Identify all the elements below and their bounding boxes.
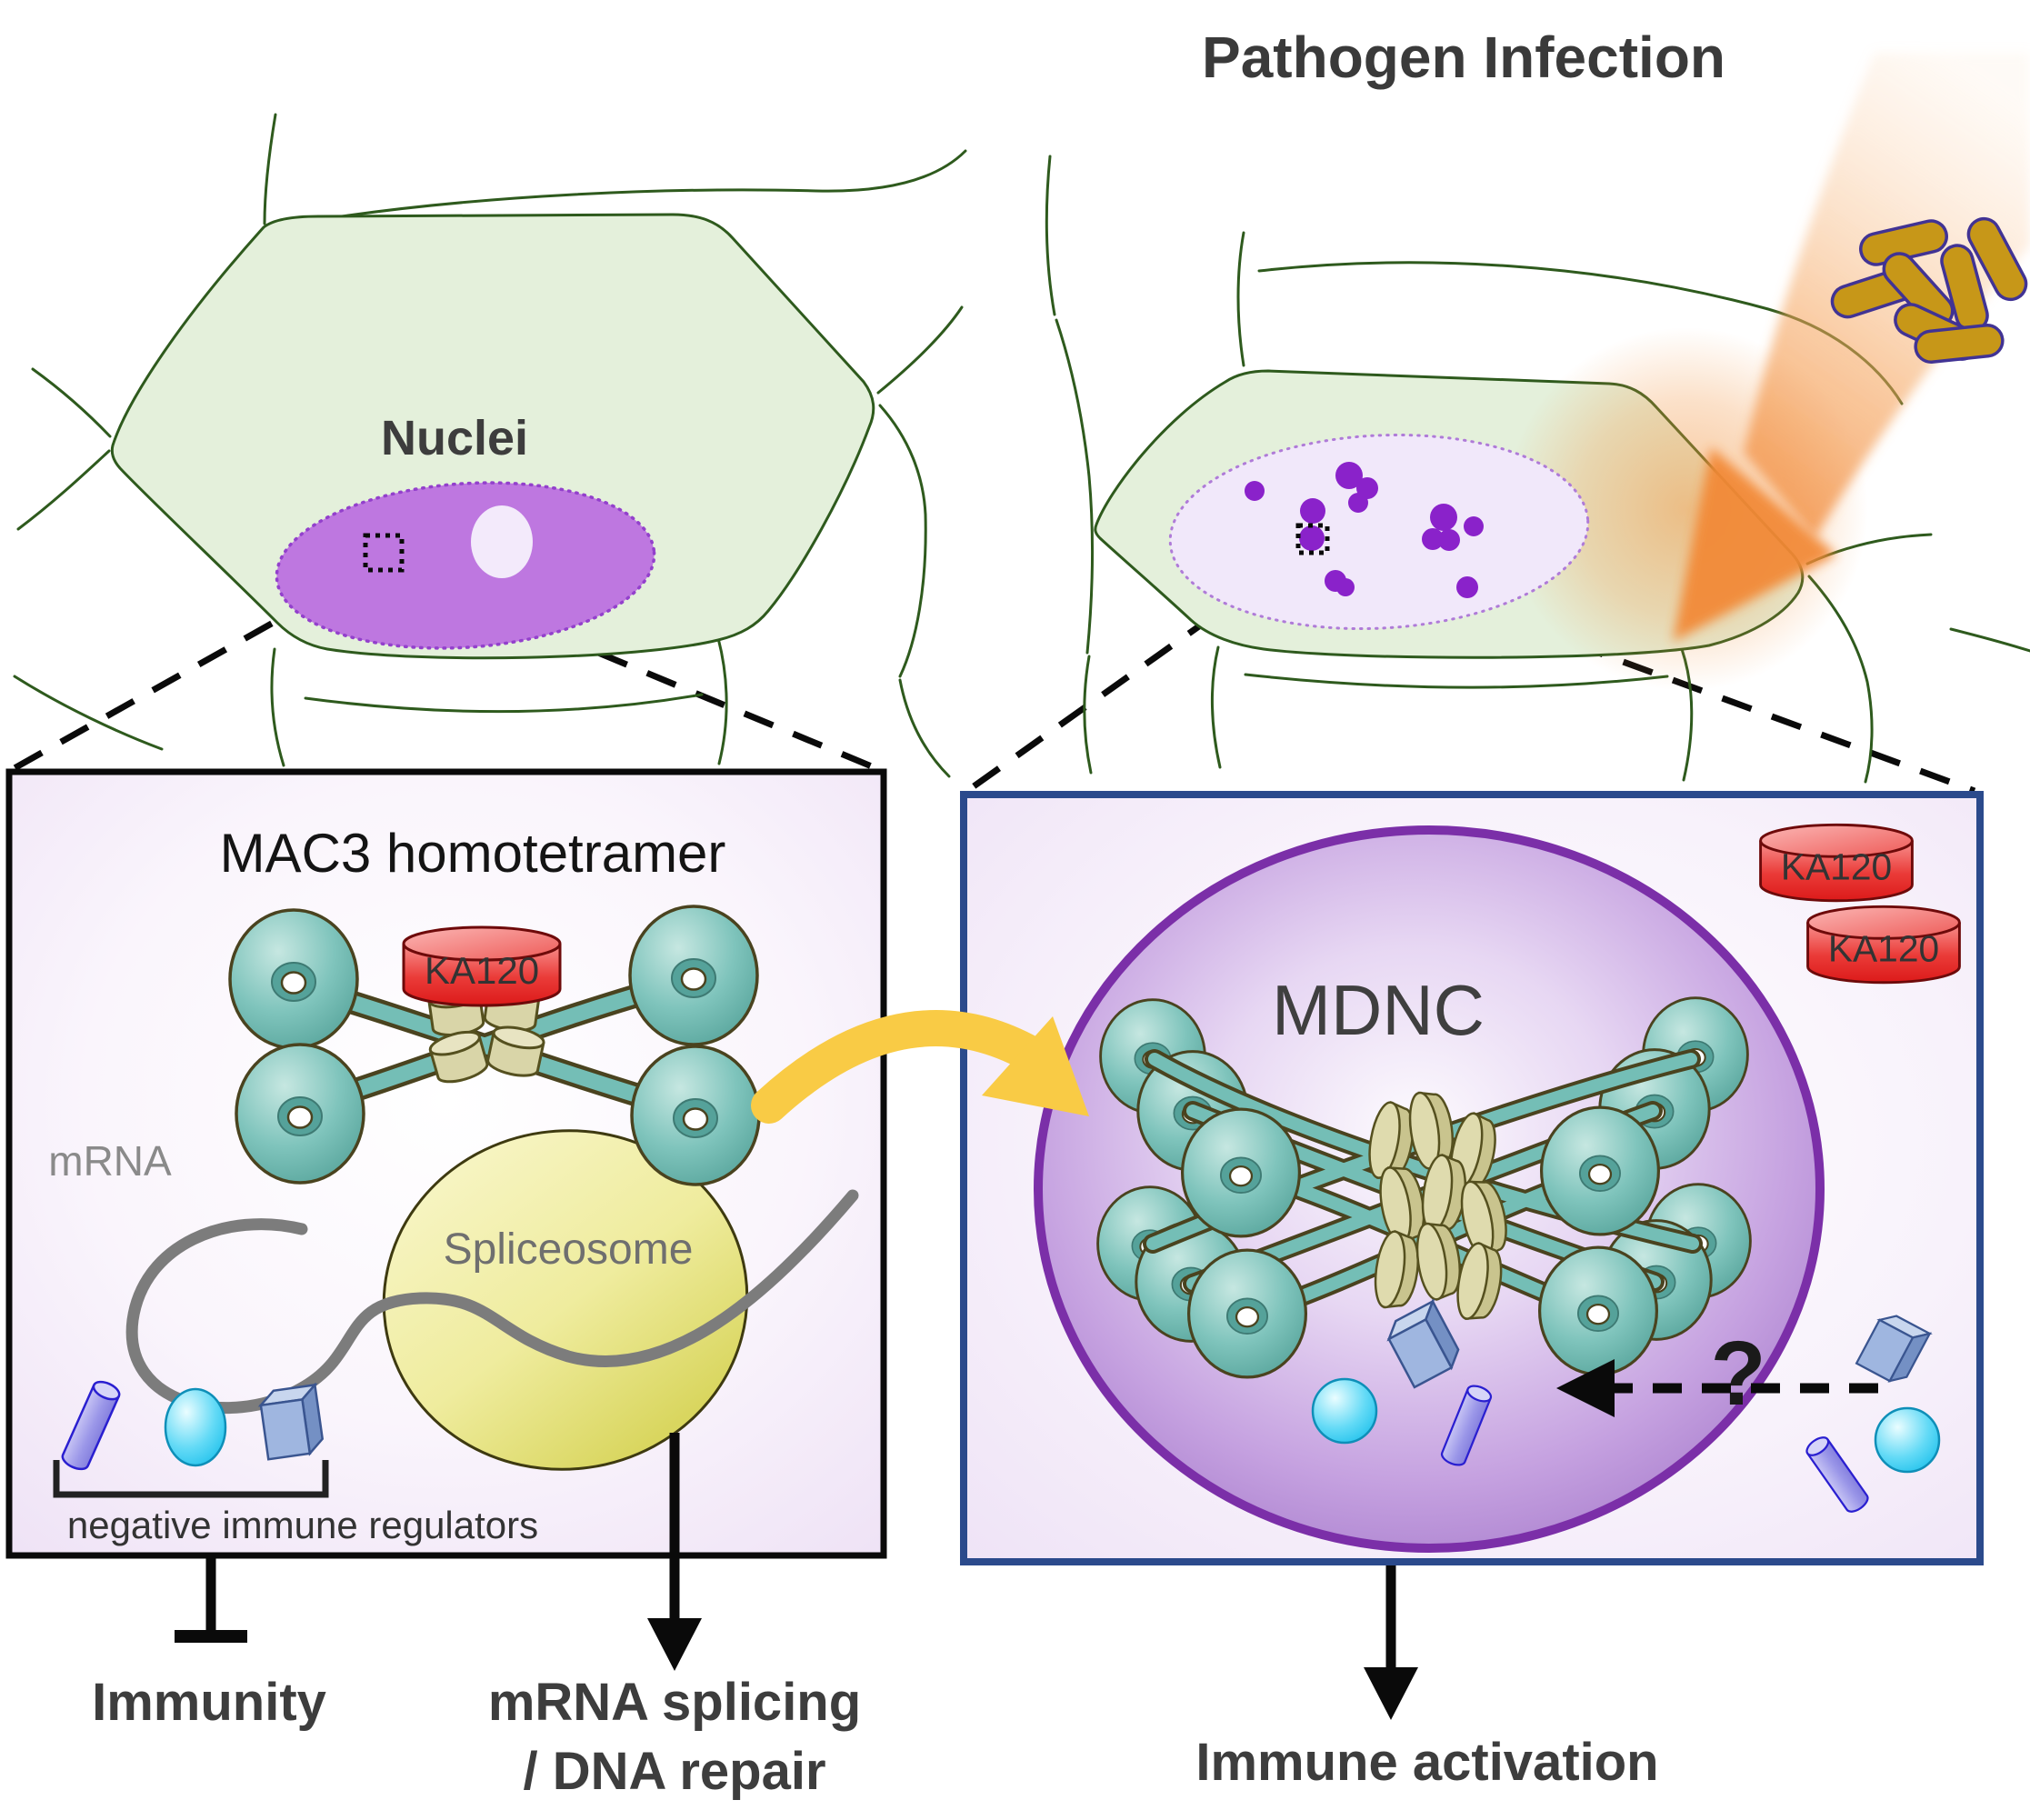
regulators-bracket xyxy=(53,1460,329,1498)
immunity-inhibition: Immunity xyxy=(92,1556,326,1732)
ka120-cylinder-free-2: KA120 xyxy=(1806,905,1961,985)
mdnc-title: MDNC xyxy=(1272,970,1485,1050)
condensate-dots xyxy=(1245,462,1484,598)
arrowhead-icon xyxy=(1364,1667,1418,1720)
nuclei-label: Nuclei xyxy=(381,411,528,465)
regulator-box-icon xyxy=(257,1384,325,1461)
cell-wall-lines xyxy=(13,113,1095,778)
mdnc-coins xyxy=(1363,1087,1514,1325)
yellow-transition-arrow xyxy=(751,1010,1089,1124)
immune-activation-label: Immune activation xyxy=(1195,1733,1658,1792)
nucleus xyxy=(275,481,656,650)
arrowhead-icon xyxy=(1556,1359,1615,1417)
mac3-title: MAC3 homotetramer xyxy=(220,823,726,884)
mac3-box: MAC3 homotetramer KA120 xyxy=(5,768,887,1559)
ka120-cylinder: KA120 xyxy=(402,925,562,1007)
spliceosome-label: Spliceosome xyxy=(444,1225,694,1274)
ka120-cylinder-free-1: KA120 xyxy=(1759,823,1914,903)
arrowhead-icon xyxy=(647,1618,702,1671)
regulators-inside xyxy=(1311,1300,1495,1469)
svg-text:KA120: KA120 xyxy=(1781,845,1892,887)
regulators-label: negative immune regulators xyxy=(67,1504,538,1546)
immunity-label: Immunity xyxy=(92,1673,326,1732)
pathogen-infection-title: Pathogen Infection xyxy=(1202,25,1725,90)
infection-arrow-group xyxy=(1673,53,2030,642)
zoom-region-marker-infected xyxy=(1295,523,1330,555)
mdnc-complex xyxy=(1096,996,1752,1379)
negative-regulators: negative immune regulators xyxy=(53,1376,538,1546)
dashed-unknown-arrow xyxy=(1556,1359,1878,1417)
splicing-label-line1: mRNA splicing xyxy=(488,1673,861,1732)
svg-text:KA120: KA120 xyxy=(1828,927,1939,969)
mrna-label: mRNA xyxy=(48,1137,172,1185)
mrna-strand xyxy=(125,1189,859,1415)
spliceosome-blob xyxy=(382,1129,749,1471)
ka120-label: KA120 xyxy=(425,949,539,992)
nucleolus xyxy=(471,505,533,578)
splicing-arrow: mRNA splicing / DNA repair xyxy=(488,1433,861,1801)
mdnc-box: MDNC KA120 KA120 xyxy=(960,791,1984,1565)
question-mark: ? xyxy=(1710,1323,1765,1425)
infected-nucleus xyxy=(1168,433,1590,631)
regulator-sphere-icon xyxy=(1311,1377,1378,1445)
splicing-label-line2: / DNA repair xyxy=(523,1742,825,1801)
healthy-cell-group: Nuclei xyxy=(13,113,1095,778)
regulator-sphere-icon xyxy=(164,1387,227,1467)
regulator-sphere-icon xyxy=(1874,1406,1941,1474)
regulators-outside xyxy=(1803,1308,1941,1516)
connector-left-b xyxy=(402,568,880,773)
immune-activation-arrow: Immune activation xyxy=(1195,1565,1659,1792)
infected-cell-group xyxy=(1094,231,2030,784)
zoom-region-marker xyxy=(363,533,405,573)
infection-arrowhead-icon xyxy=(1673,447,1836,642)
